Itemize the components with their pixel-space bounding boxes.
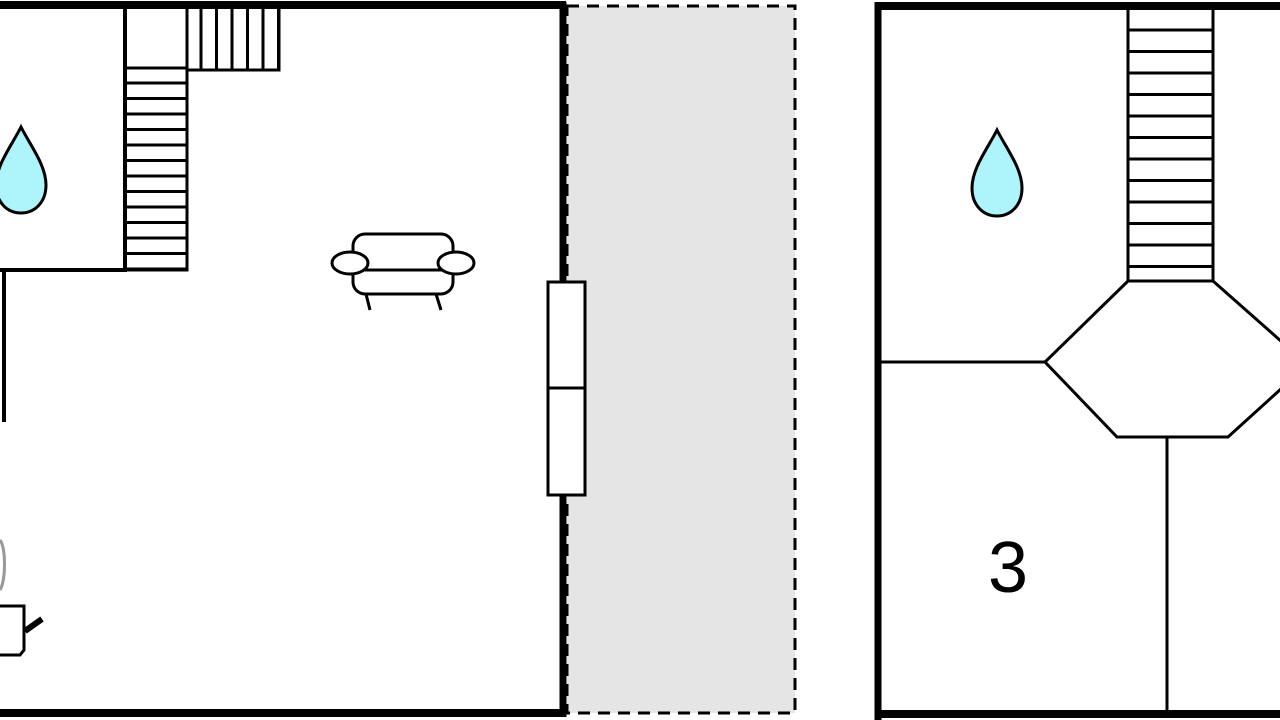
room-number: 3 <box>988 528 1028 608</box>
stairs-icon <box>1126 6 1215 283</box>
stairs-icon <box>123 5 281 272</box>
toilet-icon <box>0 539 6 591</box>
stove-icon <box>0 604 44 657</box>
terrace <box>565 4 797 715</box>
water-drop-icon <box>970 126 1024 218</box>
sofa-icon <box>330 232 476 311</box>
water-drop-icon <box>0 123 48 215</box>
window-icon <box>546 280 587 497</box>
left-building-walls <box>0 1 567 717</box>
right-building-walls <box>874 2 1280 720</box>
